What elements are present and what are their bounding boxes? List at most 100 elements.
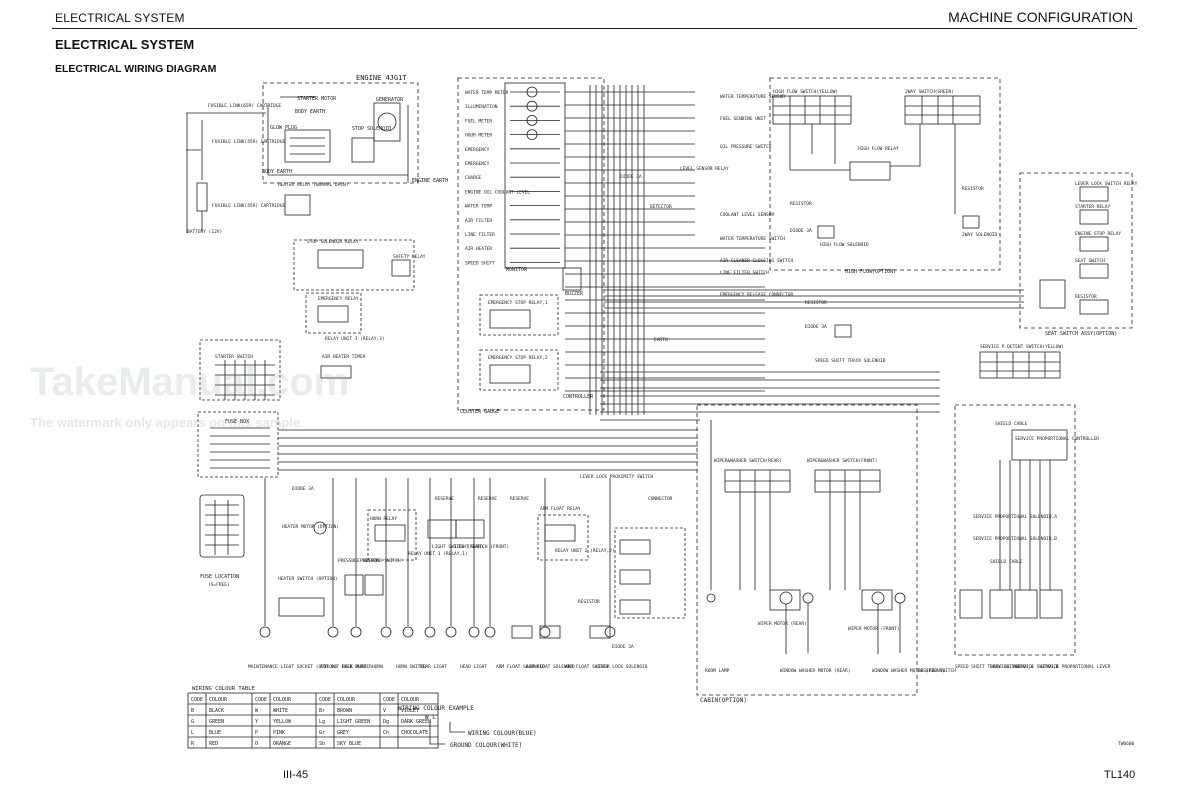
example-line2: GROUND COLOUR(WHITE) xyxy=(450,742,522,749)
room-lamp-label: ROOM LAMP xyxy=(705,668,730,674)
heater-relay-label: HEATER RELAY (NORMAL OPEN) xyxy=(278,182,348,188)
high-flow-relay-label: HIGH FLOW RELAY xyxy=(858,146,899,152)
table-cell: O xyxy=(255,741,258,747)
monitor-item: EMERGENCY xyxy=(465,161,490,167)
stop-solenoid-label: STOP SOLENOID xyxy=(352,126,391,132)
way-resistor-label: RESISTOR xyxy=(962,186,984,192)
heater-motor-label: HEATER MOTOR (OPTION) xyxy=(282,524,339,530)
bottom-component-label: ARM FLOAT SWITCH xyxy=(565,664,609,670)
shield-cable-label: SHIELD CABLE xyxy=(995,421,1028,427)
sensor-label: DETECTOR xyxy=(650,204,672,210)
es-relay-2-label: EMERGENCY STOP RELAY,2 xyxy=(488,355,548,361)
starter-switch-label: STARTER SWITCH xyxy=(215,354,253,360)
mid-resistor-label: RESISTOR xyxy=(578,599,600,605)
watermark-brand: TakeManual.com xyxy=(30,360,350,404)
table-header-cell: CODE xyxy=(191,697,203,703)
table-cell: LIGHT GREEN xyxy=(337,719,370,725)
battery-label: BATTERY (12V) xyxy=(187,229,222,235)
rear-wiper-switch-label: WIPER&WASHER SWITCH(REAR) xyxy=(714,458,782,464)
table-cell: Y xyxy=(255,719,258,725)
bottom-component-label: ARM FLOAT SOLENOID xyxy=(526,664,575,670)
table-cell: PINK xyxy=(273,730,285,736)
footer-page-number: III-45 xyxy=(283,769,309,781)
relay-unit-1-label: RELAY UNIT 1 (RELAY,1) xyxy=(408,551,468,557)
sensor-label: EMERGENCY RELEASE CONNECTOR xyxy=(720,292,793,298)
example-title: WIRING COLOUR EXAMPLE xyxy=(398,705,474,712)
speed-diode-label: DIODE 3A xyxy=(805,324,827,330)
bottom-component-row: MAINTENANCE LIGHT SOCKET (OPTION)AIR OUT… xyxy=(248,478,1111,670)
washer-rear-label: WINDOW WASHER MOTOR (REAR) xyxy=(780,668,850,674)
light-switch-rear-label: LIGHT SWITCH (REAR) xyxy=(432,544,483,550)
generator-label: GENERATOR xyxy=(376,97,404,103)
monitor-item: SPEED SHIFT xyxy=(465,260,495,266)
table-cell: WHITE xyxy=(273,708,288,714)
example-code: W L xyxy=(425,714,436,721)
service-controller-label: SERVICE PROPORTIONAL CONTROLLER xyxy=(1015,436,1099,442)
horn-relay-label: HORN RELAY xyxy=(370,516,397,522)
fusible-link-2-label: FUSIBLE LINK(45R) CARTRIDGE xyxy=(212,139,285,145)
sensor-label: WATER TEMPERATURE SENSOR xyxy=(720,94,785,100)
pressure-switch-label: PRESSURE SWITCH xyxy=(338,558,379,564)
table-cell: P xyxy=(255,730,258,736)
arm-float-relay-label: ARM FLOAT RELAY xyxy=(540,506,581,512)
engine-earth-label: ENGINE EARTH xyxy=(412,178,448,184)
sensor-label: LINE FILTER SWITCH xyxy=(720,270,769,276)
bottom-component-label: HORN SWITCH xyxy=(396,664,426,670)
emergency-relay-label: EMERGENCY RELAY xyxy=(318,296,359,302)
footer-model: TL140 xyxy=(1104,769,1136,781)
monitor-item: AIR FILTER xyxy=(465,218,492,224)
lever-lock-switch-label: LEVER LOCK PROXIMITY SWITCH xyxy=(580,474,653,480)
table-cell: BLACK xyxy=(209,708,224,714)
header-section-title: ELECTRICAL SYSTEM xyxy=(55,11,185,25)
table-cell: Ch xyxy=(383,730,389,736)
seat-item-label: SEAT SWITCH xyxy=(1075,258,1105,264)
controller-label: CONTROLLER xyxy=(563,394,594,400)
table-header-cell: CODE xyxy=(255,697,267,703)
sensor-label: LEVEL SENSOR RELAY xyxy=(680,166,729,172)
high-flow-diode-label: DIODE 3A xyxy=(790,228,812,234)
monitor-item: ILLUMINATION xyxy=(465,104,498,110)
shield-cable-2-label: SHIELD CABLE xyxy=(990,559,1023,565)
figure-code: TW0600 xyxy=(1118,741,1135,747)
page-title: ELECTRICAL SYSTEM xyxy=(55,37,195,52)
fuse-box-label: FUSE BOX xyxy=(225,419,249,425)
table-header-cell: CODE xyxy=(383,697,395,703)
sensor-label: WATER TEMPERATURE SWITCH xyxy=(720,236,785,242)
monitor-item: WATER TEMP METER xyxy=(465,90,509,96)
table-cell: L xyxy=(191,730,194,736)
table-header-cell: CODE xyxy=(319,697,331,703)
body-earth-label: BODY EARTH xyxy=(295,109,325,115)
high-flow-resistor-label: RESISTOR xyxy=(790,201,812,207)
pressure-switch-2-label: PRESSURE SWITCH xyxy=(360,558,401,564)
bottom-component-label: HORN xyxy=(372,664,383,670)
bottom-component-label: AIR OUT FEED PUMP xyxy=(320,664,366,670)
sensor-label: AIR CLEANER CLOGGING SWITCH xyxy=(720,258,793,264)
sensor-label: COOLANT LEVEL SENSOR xyxy=(720,212,774,218)
mid-diode-label: DIODE 3A xyxy=(612,644,634,650)
high-flow-block xyxy=(769,77,1001,271)
table-header-cell: COLOUR xyxy=(209,697,228,703)
table-cell: VIOLET xyxy=(401,708,419,714)
bottom-component-label: HEAD LIGHT xyxy=(460,664,487,670)
starter-motor-label: STARTER MOTOR xyxy=(297,96,337,102)
service-block xyxy=(954,404,1076,656)
service-sol-a-label: SERVICE PROPORTIONAL SOLENOID,A xyxy=(973,514,1057,520)
table-cell: Br xyxy=(319,708,325,714)
glow-plug-label: GLOW PLUG xyxy=(270,125,297,131)
diode-3a-left-label: DIODE 3A xyxy=(292,486,314,492)
service-sol-b-label: SERVICE PROPORTIONAL SOLENOID,B xyxy=(973,536,1057,542)
rear-wiper-motor-label: WIPER MOTOR (REAR) xyxy=(758,621,807,627)
table-cell: YELLOW xyxy=(273,719,292,725)
bottom-component-label: LEVER LOCK SOLENOID xyxy=(596,664,648,670)
table-cell: Dg xyxy=(383,719,389,725)
reserve-switch-label: RESERVE SWITCH xyxy=(918,668,956,674)
sensor-label: DIODE 3A xyxy=(620,174,642,180)
table-header-cell: COLOUR xyxy=(401,697,420,703)
table-cell: DARK GREEN xyxy=(401,719,431,725)
earth-label: EARTH xyxy=(654,337,668,343)
table-cell: R xyxy=(191,741,195,747)
table-cell: RED xyxy=(209,741,218,747)
